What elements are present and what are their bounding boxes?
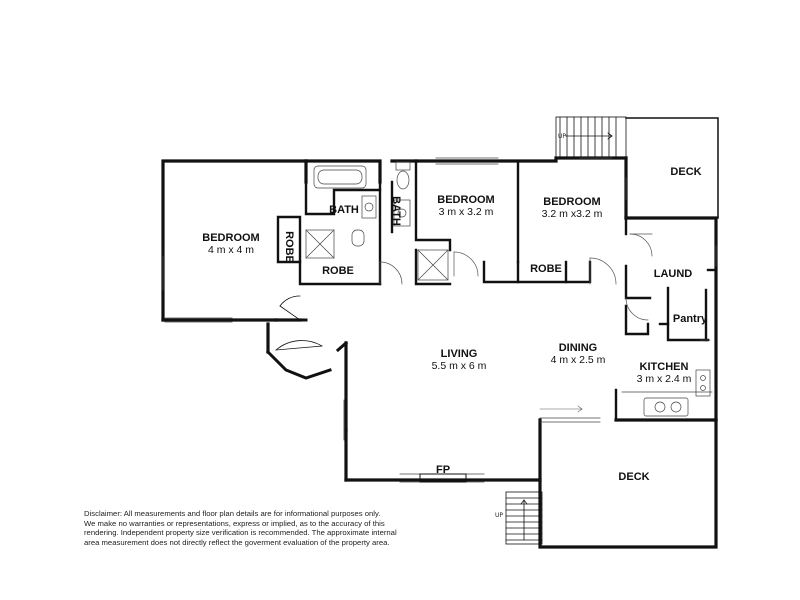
room-name: DINING — [558, 342, 598, 354]
room-label-bath-2: BATH — [390, 196, 402, 226]
room-name: LIVING — [440, 348, 478, 360]
room-name: DECK — [670, 166, 702, 178]
room-label-bath-1: BATH — [329, 204, 359, 216]
room-label-laundry: LAUND — [654, 268, 693, 280]
room-label-robe-left: ROBE — [322, 265, 354, 277]
room-name: LAUND — [653, 268, 693, 280]
room-dims: 3.2 m x3.2 m — [541, 208, 603, 220]
entry-door-arc — [275, 295, 323, 351]
bottom-stairs — [505, 491, 543, 545]
room-label-dining: DINING 4 m x 2.5 m — [551, 342, 606, 366]
room-label-bedroom-1: BEDROOM 4 m x 4 m — [202, 232, 259, 256]
room-label-bedroom-2: BEDROOM 3 m x 3.2 m — [437, 194, 494, 218]
room-label-pantry: Pantry — [673, 313, 707, 325]
room-name: Pantry — [672, 313, 708, 325]
room-label-fireplace: FP — [436, 464, 450, 476]
room-label-deck-bottom: DECK — [618, 471, 649, 483]
fireplace-outline — [419, 473, 467, 483]
room-name: ROBE — [322, 265, 354, 277]
exterior-walls — [161, 156, 718, 549]
dining-arrow — [539, 405, 583, 413]
room-label-living: LIVING 5.5 m x 6 m — [432, 348, 487, 372]
room-name: BEDROOM — [437, 194, 495, 206]
room-name: BATH — [390, 196, 402, 226]
room-name: BATH — [329, 204, 359, 216]
door-swings — [379, 233, 653, 321]
room-dims: 3 m x 3.2 m — [438, 206, 494, 218]
stairs-top-label: UP — [558, 133, 567, 140]
room-label-deck-top: DECK — [670, 166, 701, 178]
top-stairs — [555, 116, 627, 158]
room-dims: 3 m x 2.4 m — [636, 373, 692, 385]
room-dims: 4 m x 4 m — [207, 244, 255, 256]
room-dims: 4 m x 2.5 m — [550, 354, 606, 366]
room-name: ROBE — [283, 231, 295, 263]
room-label-robe-vertical: ROBE — [283, 231, 295, 263]
room-name: DECK — [618, 471, 650, 483]
interior-walls — [276, 159, 718, 422]
stairs-bottom-label: UP — [495, 512, 504, 519]
room-name: KITCHEN — [639, 361, 689, 373]
room-name: FP — [435, 464, 451, 476]
room-dims: 5.5 m x 6 m — [431, 360, 487, 372]
disclaimer-text: Disclaimer: All measurements and floor p… — [84, 509, 397, 547]
room-name: BEDROOM — [202, 232, 260, 244]
entry-walls — [265, 318, 349, 380]
fixtures — [305, 161, 713, 417]
room-label-kitchen: KITCHEN 3 m x 2.4 m — [637, 361, 692, 385]
room-name: BEDROOM — [543, 196, 601, 208]
room-label-bedroom-3: BEDROOM 3.2 m x3.2 m — [542, 196, 603, 220]
room-name: ROBE — [530, 263, 562, 275]
room-label-robe-right: ROBE — [530, 263, 562, 275]
